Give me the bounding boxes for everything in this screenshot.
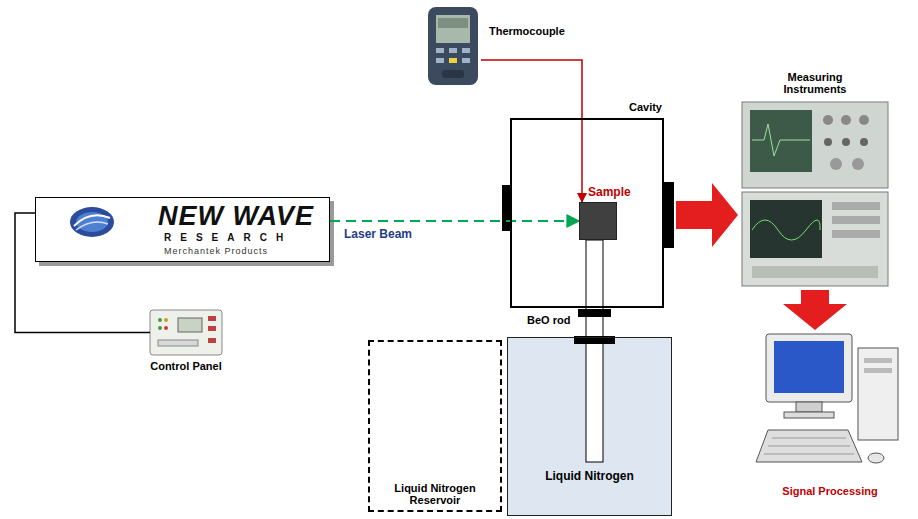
beo-rod [574,240,615,462]
laser-box: NEW WAVERESEARCH Merchantek Products [35,197,330,262]
control-panel: Control Panel [150,310,222,355]
oscilloscope-part [832,202,880,210]
cavity-window [502,182,674,248]
connector [330,220,579,222]
oscilloscope-part [860,138,868,146]
laser-shadow [35,197,334,266]
beo-rod-part [586,240,603,462]
computer-part [756,430,862,462]
laser-logo [70,207,114,237]
computer-part [784,412,834,418]
node-label: NEW WAVE [158,201,314,232]
laser-logo-part [76,222,108,230]
computer-part [858,348,898,440]
control-panel-device-part [158,340,198,346]
thermocouple-meter-part [449,48,457,53]
measuring-instruments: Measuring Instruments [740,100,890,288]
computer-part [868,453,884,463]
node-label: Merchantek Products [164,246,268,256]
thermocouple-meter-part [462,48,470,53]
oscilloscope-part [832,216,880,224]
control-panel-device-part [158,318,162,322]
computer-part [774,341,844,393]
control-panel-device-part [164,326,168,330]
oscilloscope-part [742,102,888,188]
control-panel-device-part [178,318,202,332]
signal-processing: Signal Processing [755,332,905,467]
control-panel-device-part [150,310,222,355]
control-panel-device [150,310,222,355]
cavity-box: CavitySample [510,118,664,308]
control-panel-device-part [208,338,216,343]
oscilloscope-part [752,220,820,240]
liquid-nitrogen-dewar: Liquid Nitrogen [507,337,672,516]
control-panel-device-part [164,318,168,322]
reservoir-box: Liquid Nitrogen Reservoir [368,340,502,512]
oscilloscope-part [859,115,869,125]
node-label: Liquid Nitrogen [545,470,634,484]
thermocouple-meter-part [438,18,468,28]
oscilloscope-part [752,266,878,278]
thermocouple-meter-part [449,58,457,63]
part-label: BeO rod [527,314,570,327]
oscilloscope-part [830,158,842,170]
node-label: Control Panel [150,360,222,373]
computer-part [764,438,854,454]
oscilloscope-part [750,110,812,172]
node-label: Signal Processing [782,485,877,498]
connector [481,60,582,202]
oscilloscope-part [852,158,864,170]
oscilloscope [742,102,888,286]
computer-part [864,358,892,363]
node-label: Cavity [629,101,662,114]
oscilloscope-part [742,192,888,286]
node-label: Sample [588,186,631,200]
oscilloscope-part [824,138,832,146]
laser-shadow-part [35,197,330,262]
node-label: RESEARCH [164,232,292,244]
thermocouple-meter-part [436,48,444,53]
sample-block: Sample [579,202,617,240]
control-panel-device-part [158,326,162,330]
oscilloscope-part [750,200,822,258]
oscilloscope-part [841,115,851,125]
thermocouple: Thermocouple [425,5,481,87]
node-label: Liquid Nitrogen Reservoir [376,482,494,507]
thermocouple-meter-part [436,58,444,63]
computer-part [766,334,852,402]
computer-part [796,402,822,412]
oscilloscope-part [823,115,833,125]
control-panel-device-part [208,316,216,321]
oscilloscope-part [752,124,810,156]
beo-rod-part [578,309,611,317]
control-panel-device-part [208,326,216,331]
oscilloscope-part [842,138,850,146]
thermocouple-meter-part [462,58,470,63]
thermocouple-meter-part [436,15,470,43]
thermocouple-meter-part [428,7,478,85]
block-arrow [676,183,738,247]
node-label: Measuring Instruments [770,71,860,96]
thermocouple-meter [428,7,478,85]
laser-logo-part [70,207,114,237]
block-arrow [783,290,847,330]
laser-logo-part [74,215,110,226]
thermocouple-meter-part [442,70,464,78]
edge-label: Laser Beam [344,227,412,241]
computer-part [864,368,892,373]
node-label: Thermocouple [489,25,565,38]
oscilloscope-part [832,230,880,238]
computer [756,334,898,463]
